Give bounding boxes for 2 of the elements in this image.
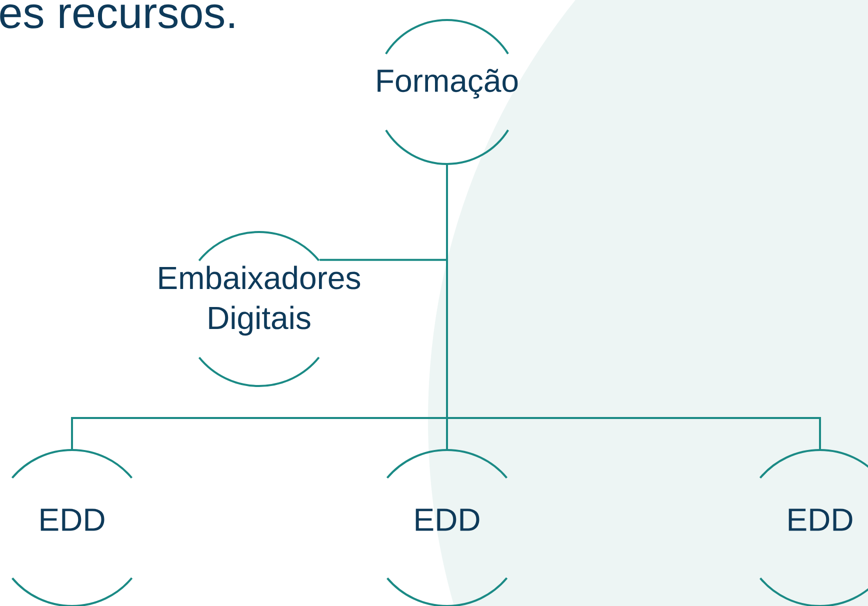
connector	[446, 165, 821, 449]
heading-text: es recursos.	[0, 4, 234, 28]
